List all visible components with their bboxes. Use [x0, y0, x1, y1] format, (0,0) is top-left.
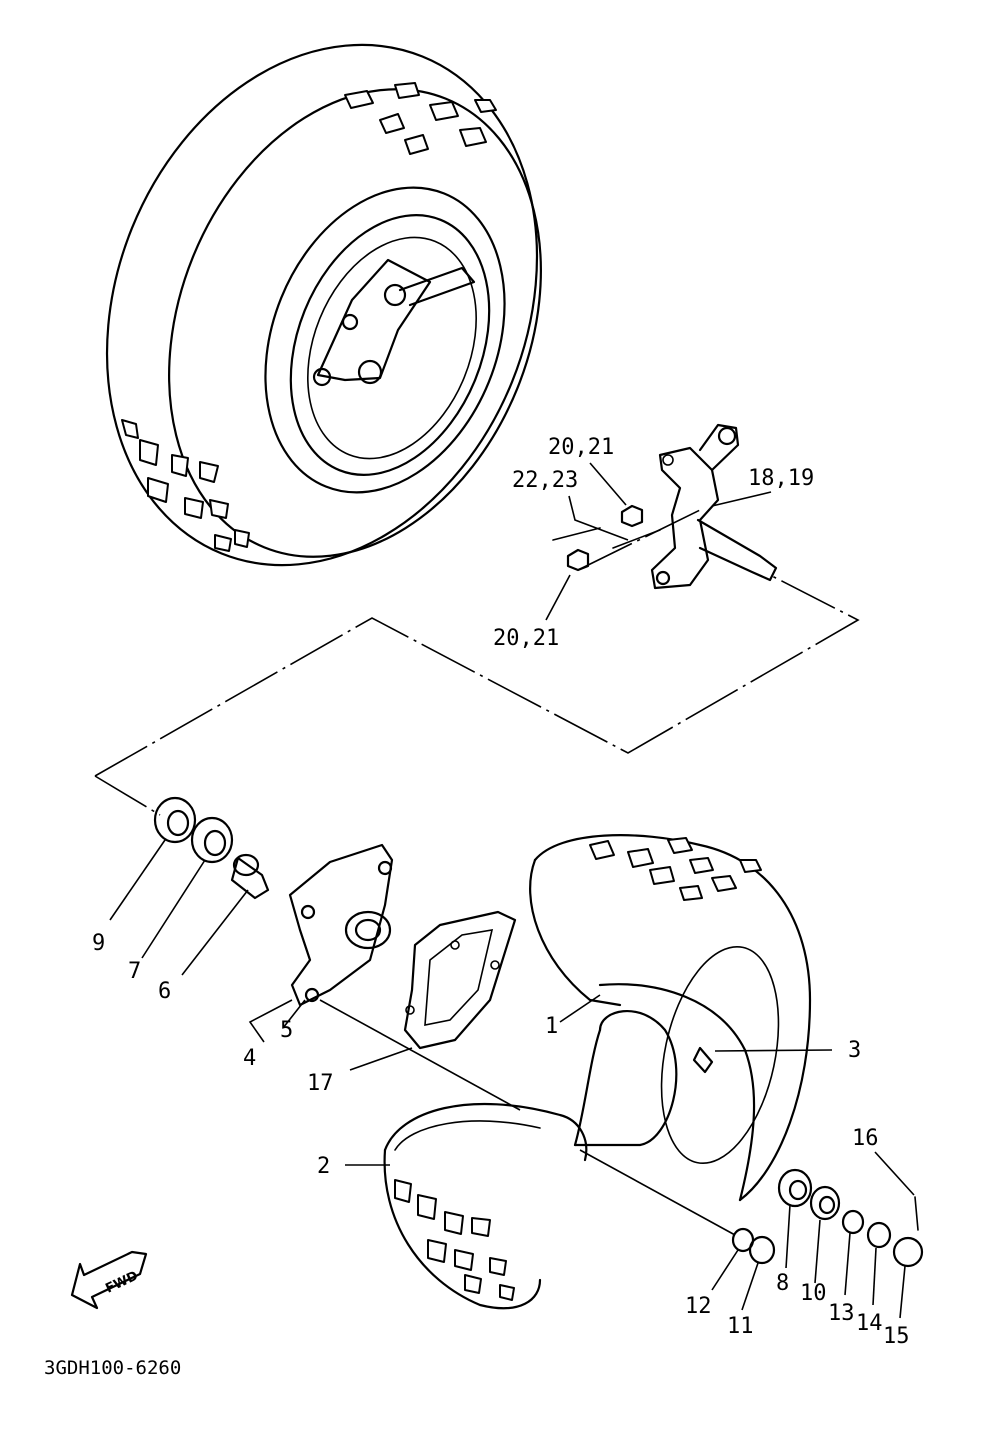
rim-3 — [573, 1009, 714, 1147]
callout-11: 11 — [727, 1314, 754, 1339]
callout-1: 1 — [545, 1014, 558, 1039]
leader-lines — [109, 462, 915, 1319]
fwd-badge-label: FWD — [103, 1269, 140, 1297]
knuckle-fasteners — [552, 504, 661, 572]
callout-8: 8 — [776, 1271, 789, 1296]
tread-blocks-bottom — [121, 419, 250, 552]
gasket-17 — [403, 910, 517, 1050]
callout-7: 7 — [128, 959, 141, 984]
fwd-arrow-icon: FWD — [70, 1250, 148, 1310]
callout-10: 10 — [800, 1281, 827, 1306]
callout-17: 17 — [307, 1071, 334, 1096]
callout-5: 5 — [280, 1018, 293, 1043]
callout-4: 4 — [243, 1046, 256, 1071]
spacer-6 — [230, 853, 270, 900]
callout-20-21-bottom: 20,21 — [493, 626, 559, 651]
assembled-wheel — [105, 43, 542, 567]
callout-12: 12 — [685, 1294, 712, 1319]
assembly-centerline — [94, 509, 860, 816]
callout-18-19: 18,19 — [748, 466, 814, 491]
callout-6: 6 — [158, 979, 171, 1004]
small-parts-row — [731, 1168, 924, 1268]
callout-labels: 1 2 3 4 5 6 7 8 9 10 11 12 13 14 15 16 1… — [92, 435, 910, 1349]
callout-14: 14 — [856, 1311, 883, 1336]
steering-knuckle — [650, 423, 778, 590]
tread-blocks-right — [589, 837, 762, 901]
callout-16: 16 — [852, 1126, 879, 1151]
callout-22-23: 22,23 — [512, 468, 578, 493]
bearing-7 — [190, 816, 234, 864]
tread-blocks-lower — [394, 1179, 515, 1301]
callout-15: 15 — [883, 1324, 910, 1349]
tire-inner-half-2 — [383, 1102, 588, 1310]
callout-2: 2 — [317, 1154, 330, 1179]
tread-blocks-top — [344, 82, 497, 155]
tire-outer-half-1 — [529, 834, 812, 1202]
bearing-9 — [153, 796, 197, 844]
callout-13: 13 — [828, 1301, 855, 1326]
callout-20-21-top: 20,21 — [548, 435, 614, 460]
hub-4 — [288, 843, 394, 1007]
callout-3: 3 — [848, 1038, 861, 1063]
drawing-code: 3GDH100-6260 — [44, 1357, 181, 1379]
callout-9: 9 — [92, 931, 105, 956]
